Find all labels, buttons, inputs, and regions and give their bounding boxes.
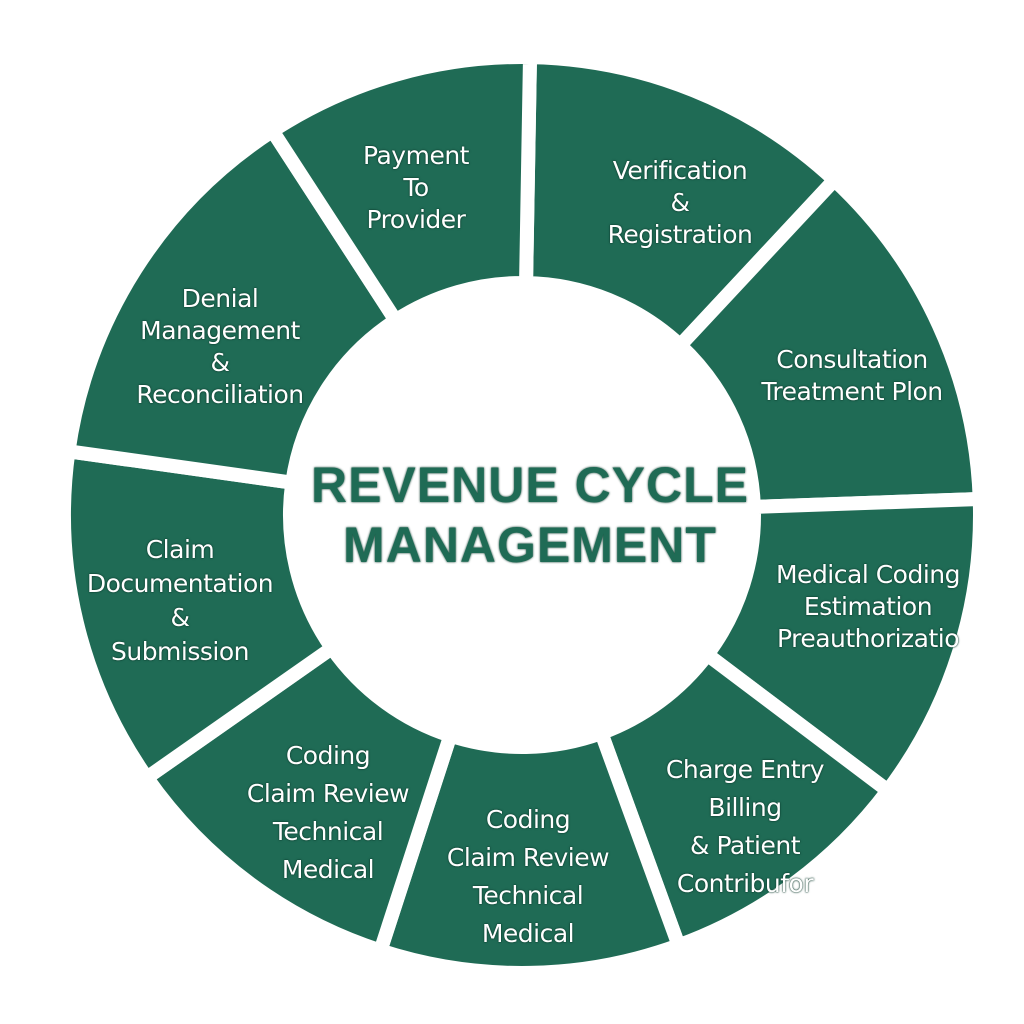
segment-coding-2	[373, 726, 686, 980]
label-line: Coding	[485, 805, 571, 834]
label-line: Claim Review	[246, 779, 410, 808]
label-line: Billing	[708, 793, 782, 822]
label-line: Technical	[272, 817, 384, 846]
segment-verification	[519, 50, 842, 353]
segment-medical-coding	[700, 492, 987, 798]
label-line: Claim Review	[446, 843, 610, 872]
label-line: Claim	[145, 535, 215, 564]
segment-label-charge-entry: Charge Entry Billing & Patient Contribuf…	[665, 751, 825, 903]
label-line: Medical Coding	[775, 560, 961, 589]
label-line: Contribufor	[676, 869, 814, 898]
label-line: Medical	[281, 855, 375, 884]
label-line: Consultation	[776, 345, 928, 374]
title-line-1: REVENUE CYCLE	[310, 457, 750, 513]
segment-payment	[265, 50, 537, 328]
segment-label-payment: Payment To Provider	[363, 140, 469, 236]
label-line: Registration	[607, 220, 753, 249]
label-line: Charge Entry	[665, 755, 825, 784]
segment-claim-documentation	[57, 444, 339, 785]
label-line: Technical	[472, 881, 584, 910]
label-line: &	[170, 603, 190, 632]
label-line: & Patient	[690, 831, 801, 860]
label-line: Provider	[366, 205, 466, 234]
segment-coding-1	[139, 641, 458, 958]
label-line: Medical	[481, 919, 575, 948]
segment-label-consultation: Consultation Treatment Plon	[761, 344, 943, 408]
diagram-title: REVENUE CYCLE MANAGEMENT	[311, 455, 749, 575]
label-line: Management	[140, 316, 300, 345]
label-line: Documentation	[86, 569, 274, 598]
label-line: Coding	[285, 741, 371, 770]
segment-label-coding-2: Coding Claim Review Technical Medical	[446, 801, 610, 953]
segment-label-claim-documentation: Claim Documentation & Submission	[86, 533, 274, 669]
label-line: &	[670, 188, 690, 217]
label-line: &	[210, 348, 231, 377]
label-line: Treatment Plon	[761, 377, 943, 406]
segment-label-coding-1: Coding Claim Review Technical Medical	[246, 737, 410, 889]
segment-consultation	[673, 173, 987, 514]
segment-label-denial-management: Denial Management & Reconciliation	[136, 283, 304, 411]
label-line: Payment	[363, 141, 469, 170]
label-line: To	[403, 173, 429, 202]
title-line-2: MANAGEMENT	[343, 517, 717, 573]
label-line: Submission	[110, 637, 250, 666]
segment-denial-management	[61, 123, 403, 490]
label-line: Verification	[612, 156, 748, 185]
label-line: Estimation	[803, 592, 933, 621]
segment-label-medical-coding: Medical Coding Estimation Preauthorizati…	[775, 559, 961, 655]
label-line: Reconciliation	[136, 380, 304, 409]
label-line: Denial	[181, 284, 259, 313]
label-line: Preauthorizatio	[776, 624, 960, 653]
segment-label-verification: Verification & Registration	[608, 155, 753, 251]
